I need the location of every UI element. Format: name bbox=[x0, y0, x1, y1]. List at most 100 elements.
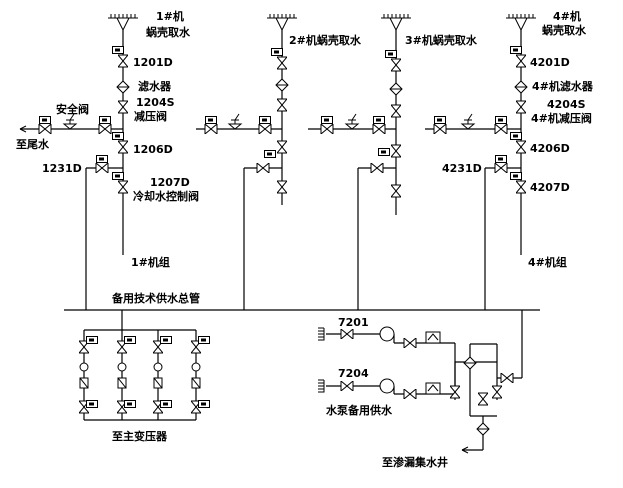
label-unit1: 1#机组 bbox=[131, 255, 170, 269]
valve-4201d[interactable] bbox=[516, 54, 526, 68]
valve-u3-tail-2[interactable] bbox=[372, 124, 386, 134]
label-to-tailwater: 至尾水 bbox=[16, 137, 50, 151]
valve-2231[interactable] bbox=[256, 163, 270, 173]
filter-icon bbox=[389, 82, 403, 96]
actuator-icon bbox=[385, 50, 397, 58]
actuator-icon bbox=[259, 116, 271, 124]
actuator-icon bbox=[373, 116, 385, 124]
valve-7204[interactable] bbox=[340, 381, 354, 391]
actuator-icon bbox=[112, 172, 124, 180]
label-1204s: 1204S bbox=[136, 96, 175, 109]
valve-bypass-left[interactable] bbox=[450, 385, 460, 399]
actuator-icon bbox=[495, 116, 507, 124]
valve-2201[interactable] bbox=[277, 56, 287, 70]
filter-icon bbox=[116, 80, 130, 94]
actuator-icon bbox=[510, 46, 522, 54]
valve-u2-tail-2[interactable] bbox=[258, 124, 272, 134]
label-header: 备用技术供水总管 bbox=[111, 291, 200, 305]
safety-valve-icon bbox=[62, 113, 78, 130]
checkvalve-icon bbox=[425, 331, 441, 395]
valve-4207d[interactable] bbox=[516, 180, 526, 194]
valve-1201d[interactable] bbox=[118, 54, 128, 68]
actuator-icon bbox=[510, 172, 522, 180]
valve-3207[interactable] bbox=[391, 184, 401, 198]
valve-3231[interactable] bbox=[370, 163, 384, 173]
actuator-icon bbox=[160, 400, 172, 408]
safety-valve-icon bbox=[227, 113, 243, 130]
valve-bypass-right[interactable] bbox=[492, 385, 502, 399]
filter-icon bbox=[463, 356, 477, 370]
actuator-icon bbox=[96, 155, 108, 163]
actuator-icon bbox=[86, 336, 98, 344]
valve-4206d[interactable] bbox=[516, 140, 526, 154]
label-4206d: 4206D bbox=[530, 142, 570, 155]
valve-4204s[interactable] bbox=[516, 100, 526, 114]
valve-2207[interactable] bbox=[277, 180, 287, 194]
valve-3204[interactable] bbox=[391, 104, 401, 118]
valve-2204[interactable] bbox=[277, 98, 287, 112]
actuator-icon bbox=[112, 132, 124, 140]
intake-comb-unit2 bbox=[267, 14, 297, 32]
actuator-icon bbox=[99, 116, 111, 124]
flowmeter-row bbox=[79, 362, 201, 389]
valve-1206d[interactable] bbox=[118, 140, 128, 154]
safety-valve-icon bbox=[460, 113, 476, 130]
unit3-intake-label: 3#机蜗壳取水 bbox=[405, 33, 478, 47]
actuator-icon bbox=[112, 46, 124, 54]
pump-intake-combs bbox=[318, 327, 325, 393]
label-backup-supply: 水泵备用供水 bbox=[326, 403, 393, 417]
actuator-icon bbox=[495, 155, 507, 163]
actuator-icon bbox=[160, 336, 172, 344]
valve-1207d[interactable] bbox=[118, 180, 128, 194]
valve-tail-1[interactable] bbox=[38, 124, 52, 134]
label-4231d: 4231D bbox=[442, 162, 482, 175]
label-1201d: 1201D bbox=[133, 56, 173, 69]
valve-2206[interactable] bbox=[277, 140, 287, 154]
valve-u3-tail-1[interactable] bbox=[320, 124, 334, 134]
valve-1231d[interactable] bbox=[95, 163, 109, 173]
label-cooling-valve: 冷却水控制阀 bbox=[133, 189, 199, 203]
intake-comb-unit1 bbox=[108, 14, 138, 32]
pump-piping bbox=[326, 310, 523, 454]
label-1231d: 1231D bbox=[42, 162, 82, 175]
label-4-filter: 4#机滤水器 bbox=[532, 79, 594, 93]
label-7204: 7204 bbox=[338, 367, 369, 380]
valve-4231d[interactable] bbox=[494, 163, 508, 173]
valve-pump2-out[interactable] bbox=[403, 389, 417, 399]
label-1207d: 1207D bbox=[150, 176, 190, 189]
label-4204s: 4204S bbox=[547, 98, 586, 111]
label-4-reducer: 4#机减压阀 bbox=[531, 111, 592, 125]
unit4-intake-line2: 蜗壳取水 bbox=[542, 23, 587, 37]
pump1-icon bbox=[379, 326, 395, 342]
label-1206d: 1206D bbox=[133, 143, 173, 156]
actuator-icon bbox=[434, 116, 446, 124]
valve-1204s[interactable] bbox=[118, 100, 128, 114]
valve-3201[interactable] bbox=[391, 58, 401, 72]
actuator-icon bbox=[264, 150, 276, 158]
valve-u4-tail-1[interactable] bbox=[433, 124, 447, 134]
intake-comb-unit3 bbox=[381, 14, 411, 32]
actuator-icon bbox=[39, 116, 51, 124]
label-7201: 7201 bbox=[338, 316, 369, 329]
actuator-icon bbox=[124, 400, 136, 408]
unit1-intake-line2: 蜗壳取水 bbox=[146, 25, 191, 39]
actuator-icon bbox=[510, 132, 522, 140]
valve-3206[interactable] bbox=[391, 144, 401, 158]
intake-comb-unit4 bbox=[506, 14, 536, 32]
valve-7201[interactable] bbox=[340, 329, 354, 339]
actuator-icon bbox=[378, 148, 390, 156]
actuator-icon bbox=[86, 400, 98, 408]
unit4-intake-line1: 4#机 bbox=[553, 9, 581, 23]
label-4201d: 4201D bbox=[530, 56, 570, 69]
safety-valve-icon bbox=[344, 113, 360, 130]
valve-tail-2[interactable] bbox=[98, 124, 112, 134]
unit2-intake-label: 2#机蜗壳取水 bbox=[289, 33, 362, 47]
valve-pump1-out[interactable] bbox=[403, 338, 417, 348]
transformer-piping bbox=[83, 310, 197, 421]
valve-u4-tail-2[interactable] bbox=[494, 124, 508, 134]
valve-u2-tail-1[interactable] bbox=[204, 124, 218, 134]
valve-header-feed[interactable] bbox=[500, 373, 514, 383]
valve-drain[interactable] bbox=[478, 392, 488, 406]
